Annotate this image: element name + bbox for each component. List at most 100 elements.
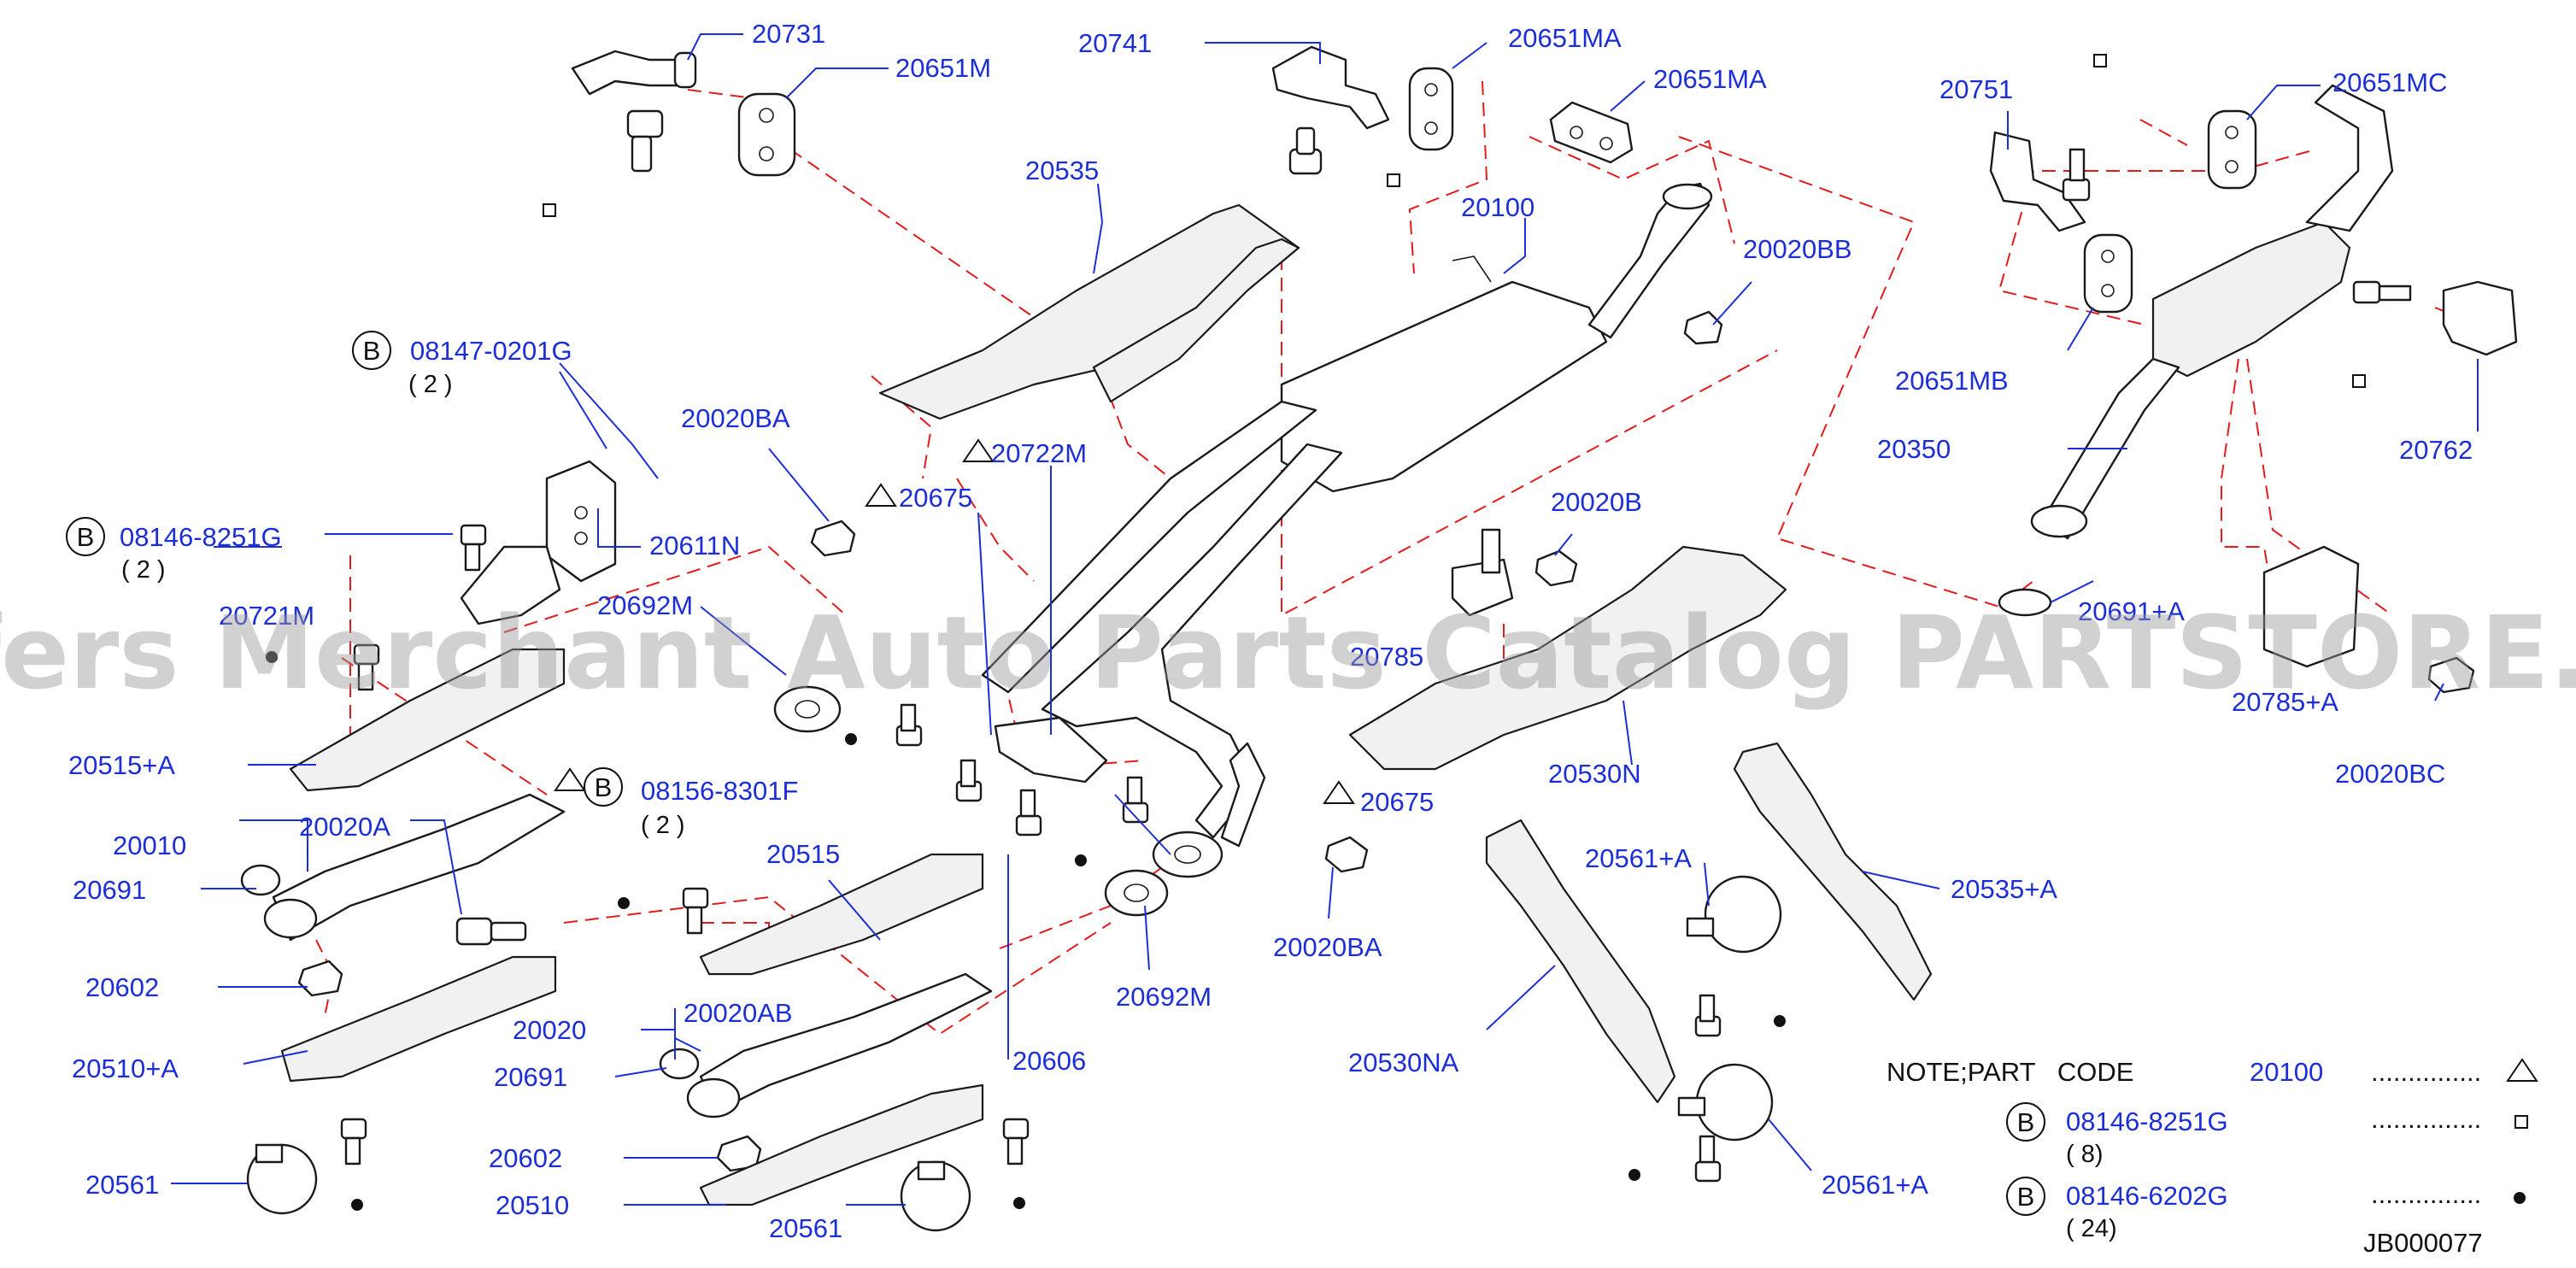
badge-letter: B xyxy=(595,772,613,802)
part-label-20651MA[interactable]: 20651MA xyxy=(1508,23,1622,53)
bolt-20606 xyxy=(455,917,527,946)
gasket-20691-a xyxy=(240,864,281,896)
part-label-08156-8301F[interactable]: 08156-8301F xyxy=(641,776,798,806)
part-label-20535+A[interactable]: 20535+A xyxy=(1951,874,2057,904)
part-label-20020B[interactable]: 20020B xyxy=(1551,487,1642,517)
note-leader-dots: ............... xyxy=(2371,1104,2481,1134)
part-label-20675[interactable]: 20675 xyxy=(899,483,972,513)
bolt-small-12 xyxy=(2062,148,2091,202)
watermark-text: Offers Merchant Auto Parts Catalog PARTS… xyxy=(0,594,2576,712)
part-label-20020AB[interactable]: 20020AB xyxy=(684,998,793,1028)
part-label-20692M[interactable]: 20692M xyxy=(597,590,693,620)
part-label-08146-8251G[interactable]: 08146-8251G xyxy=(120,522,282,552)
bolt-20741 xyxy=(1288,126,1323,175)
part-label-20611N[interactable]: 20611N xyxy=(649,531,740,561)
part-label-20561+A[interactable]: 20561+A xyxy=(1822,1170,1928,1200)
part-label-20762[interactable]: 20762 xyxy=(2399,435,2473,465)
note-heading: NOTE;PART CODE xyxy=(1887,1057,2133,1087)
part-label-20020BA[interactable]: 20020BA xyxy=(1273,932,1382,962)
bolt-small-7 xyxy=(682,887,709,935)
part-label-20651MA[interactable]: 20651MA xyxy=(1653,64,1767,94)
flange-gasket-20692M-b xyxy=(1104,869,1169,917)
clamp-20561A-a xyxy=(1686,875,1782,954)
part-label-20691[interactable]: 20691 xyxy=(73,875,146,905)
part-label-20692M[interactable]: 20692M xyxy=(1116,982,1212,1012)
part-label-20020[interactable]: 20020 xyxy=(513,1015,586,1045)
part-label-20651MC[interactable]: 20651MC xyxy=(2332,68,2447,97)
hanger-20785A xyxy=(2262,545,2360,668)
clamp-20561-b xyxy=(900,1160,971,1232)
rubber-mount-20651MA-b xyxy=(1549,101,1634,164)
part-label-20675[interactable]: 20675 xyxy=(1360,787,1434,817)
part-code-note: NOTE;PART CODE 20100 ............... 081… xyxy=(1887,1057,2483,1258)
part-label-20020BB[interactable]: 20020BB xyxy=(1743,234,1852,264)
nut-20602-a xyxy=(297,960,343,997)
dashed-connection-lines xyxy=(315,80,2479,1036)
part-label-20020A[interactable]: 20020A xyxy=(299,812,390,842)
flange-20675-pipe xyxy=(1152,831,1223,878)
part-label-20731[interactable]: 20731 xyxy=(752,19,825,49)
part-label-20785+A[interactable]: 20785+A xyxy=(2232,687,2338,717)
part-label-20510+A[interactable]: 20510+A xyxy=(72,1054,179,1083)
bracket-20762 xyxy=(2442,280,2518,356)
part-label-20020BC[interactable]: 20020BC xyxy=(2335,759,2445,789)
gasket-20691-b xyxy=(659,1048,700,1080)
part-label-20722M[interactable]: 20722M xyxy=(991,438,1087,468)
part-label-20100[interactable]: 20100 xyxy=(1461,192,1534,222)
part-label-20561+A[interactable]: 20561+A xyxy=(1585,843,1692,873)
cover-20515A xyxy=(289,648,566,792)
nut-20020B xyxy=(1534,549,1578,587)
part-label-20020BA[interactable]: 20020BA xyxy=(681,403,790,433)
part-label-20602[interactable]: 20602 xyxy=(85,972,159,1002)
part-label-08147-0201G[interactable]: 08147-0201G xyxy=(410,336,572,366)
part-label-20530NA[interactable]: 20530NA xyxy=(1348,1048,1459,1077)
part-label-20535[interactable]: 20535 xyxy=(1025,156,1099,185)
part-label-20510[interactable]: 20510 xyxy=(496,1190,569,1220)
parts-artwork xyxy=(240,45,2518,1232)
part-label-20721M[interactable]: 20721M xyxy=(219,601,314,631)
part-label-20561[interactable]: 20561 xyxy=(769,1213,842,1243)
bolt-small-1 xyxy=(353,643,380,691)
bolt-small-11 xyxy=(1694,1135,1722,1183)
badge-letter: B xyxy=(2017,1182,2035,1212)
part-label-20561[interactable]: 20561 xyxy=(85,1170,159,1200)
note-part-20100[interactable]: 20100 xyxy=(2250,1057,2323,1087)
part-label-20741[interactable]: 20741 xyxy=(1078,28,1152,58)
part-label-20515+A[interactable]: 20515+A xyxy=(68,750,175,780)
diagram-code: JB000077 xyxy=(2363,1228,2483,1258)
part-label-20651MB[interactable]: 20651MB xyxy=(1895,366,2009,396)
part-label-20350[interactable]: 20350 xyxy=(1877,434,1951,464)
part-labels: 20731 20651M 20741 20651MA 20651MA 20751… xyxy=(68,19,2473,1243)
part-label-20602[interactable]: 20602 xyxy=(489,1143,562,1173)
bracket-20741 xyxy=(1271,45,1390,130)
heat-shield-20530NA xyxy=(1485,819,1676,1104)
rubber-mount-20651M xyxy=(737,92,796,177)
part-label-20785[interactable]: 20785 xyxy=(1350,642,1423,672)
part-label-20515[interactable]: 20515 xyxy=(766,839,840,869)
badge-letter: B xyxy=(77,522,95,552)
main-pipe xyxy=(981,400,1343,848)
note-part-08146-8251G[interactable]: 08146-8251G xyxy=(2066,1107,2228,1136)
nut-20020BB xyxy=(1683,310,1723,345)
front-pipe-20020AB xyxy=(686,972,993,1118)
bolt-small-6 xyxy=(1122,776,1149,824)
nut-20020BA-b xyxy=(1324,836,1369,873)
note-part-08146-6202G[interactable]: 08146-6202G xyxy=(2066,1181,2228,1211)
note-leader-dots: ............... xyxy=(2371,1057,2481,1087)
circle-b-badges xyxy=(66,331,2045,1216)
hanger-bracket-20722M xyxy=(994,716,1108,784)
note-quantity-8: ( 8) xyxy=(2066,1141,2104,1168)
front-pipe-20020A xyxy=(263,793,566,942)
part-label-20651M[interactable]: 20651M xyxy=(895,53,991,83)
note-quantity-24: ( 24) xyxy=(2066,1215,2117,1242)
part-label-20530N[interactable]: 20530N xyxy=(1548,759,1641,789)
part-label-20691+A[interactable]: 20691+A xyxy=(2078,596,2185,626)
bolt-small-4 xyxy=(955,759,983,802)
note-leader-dots: ............... xyxy=(2371,1179,2481,1209)
part-label-20751[interactable]: 20751 xyxy=(1939,74,2013,104)
part-label-20010[interactable]: 20010 xyxy=(113,831,186,860)
dot-code-symbol xyxy=(266,651,2526,1211)
part-label-20691[interactable]: 20691 xyxy=(494,1062,567,1092)
part-label-20606[interactable]: 20606 xyxy=(1012,1046,1086,1076)
